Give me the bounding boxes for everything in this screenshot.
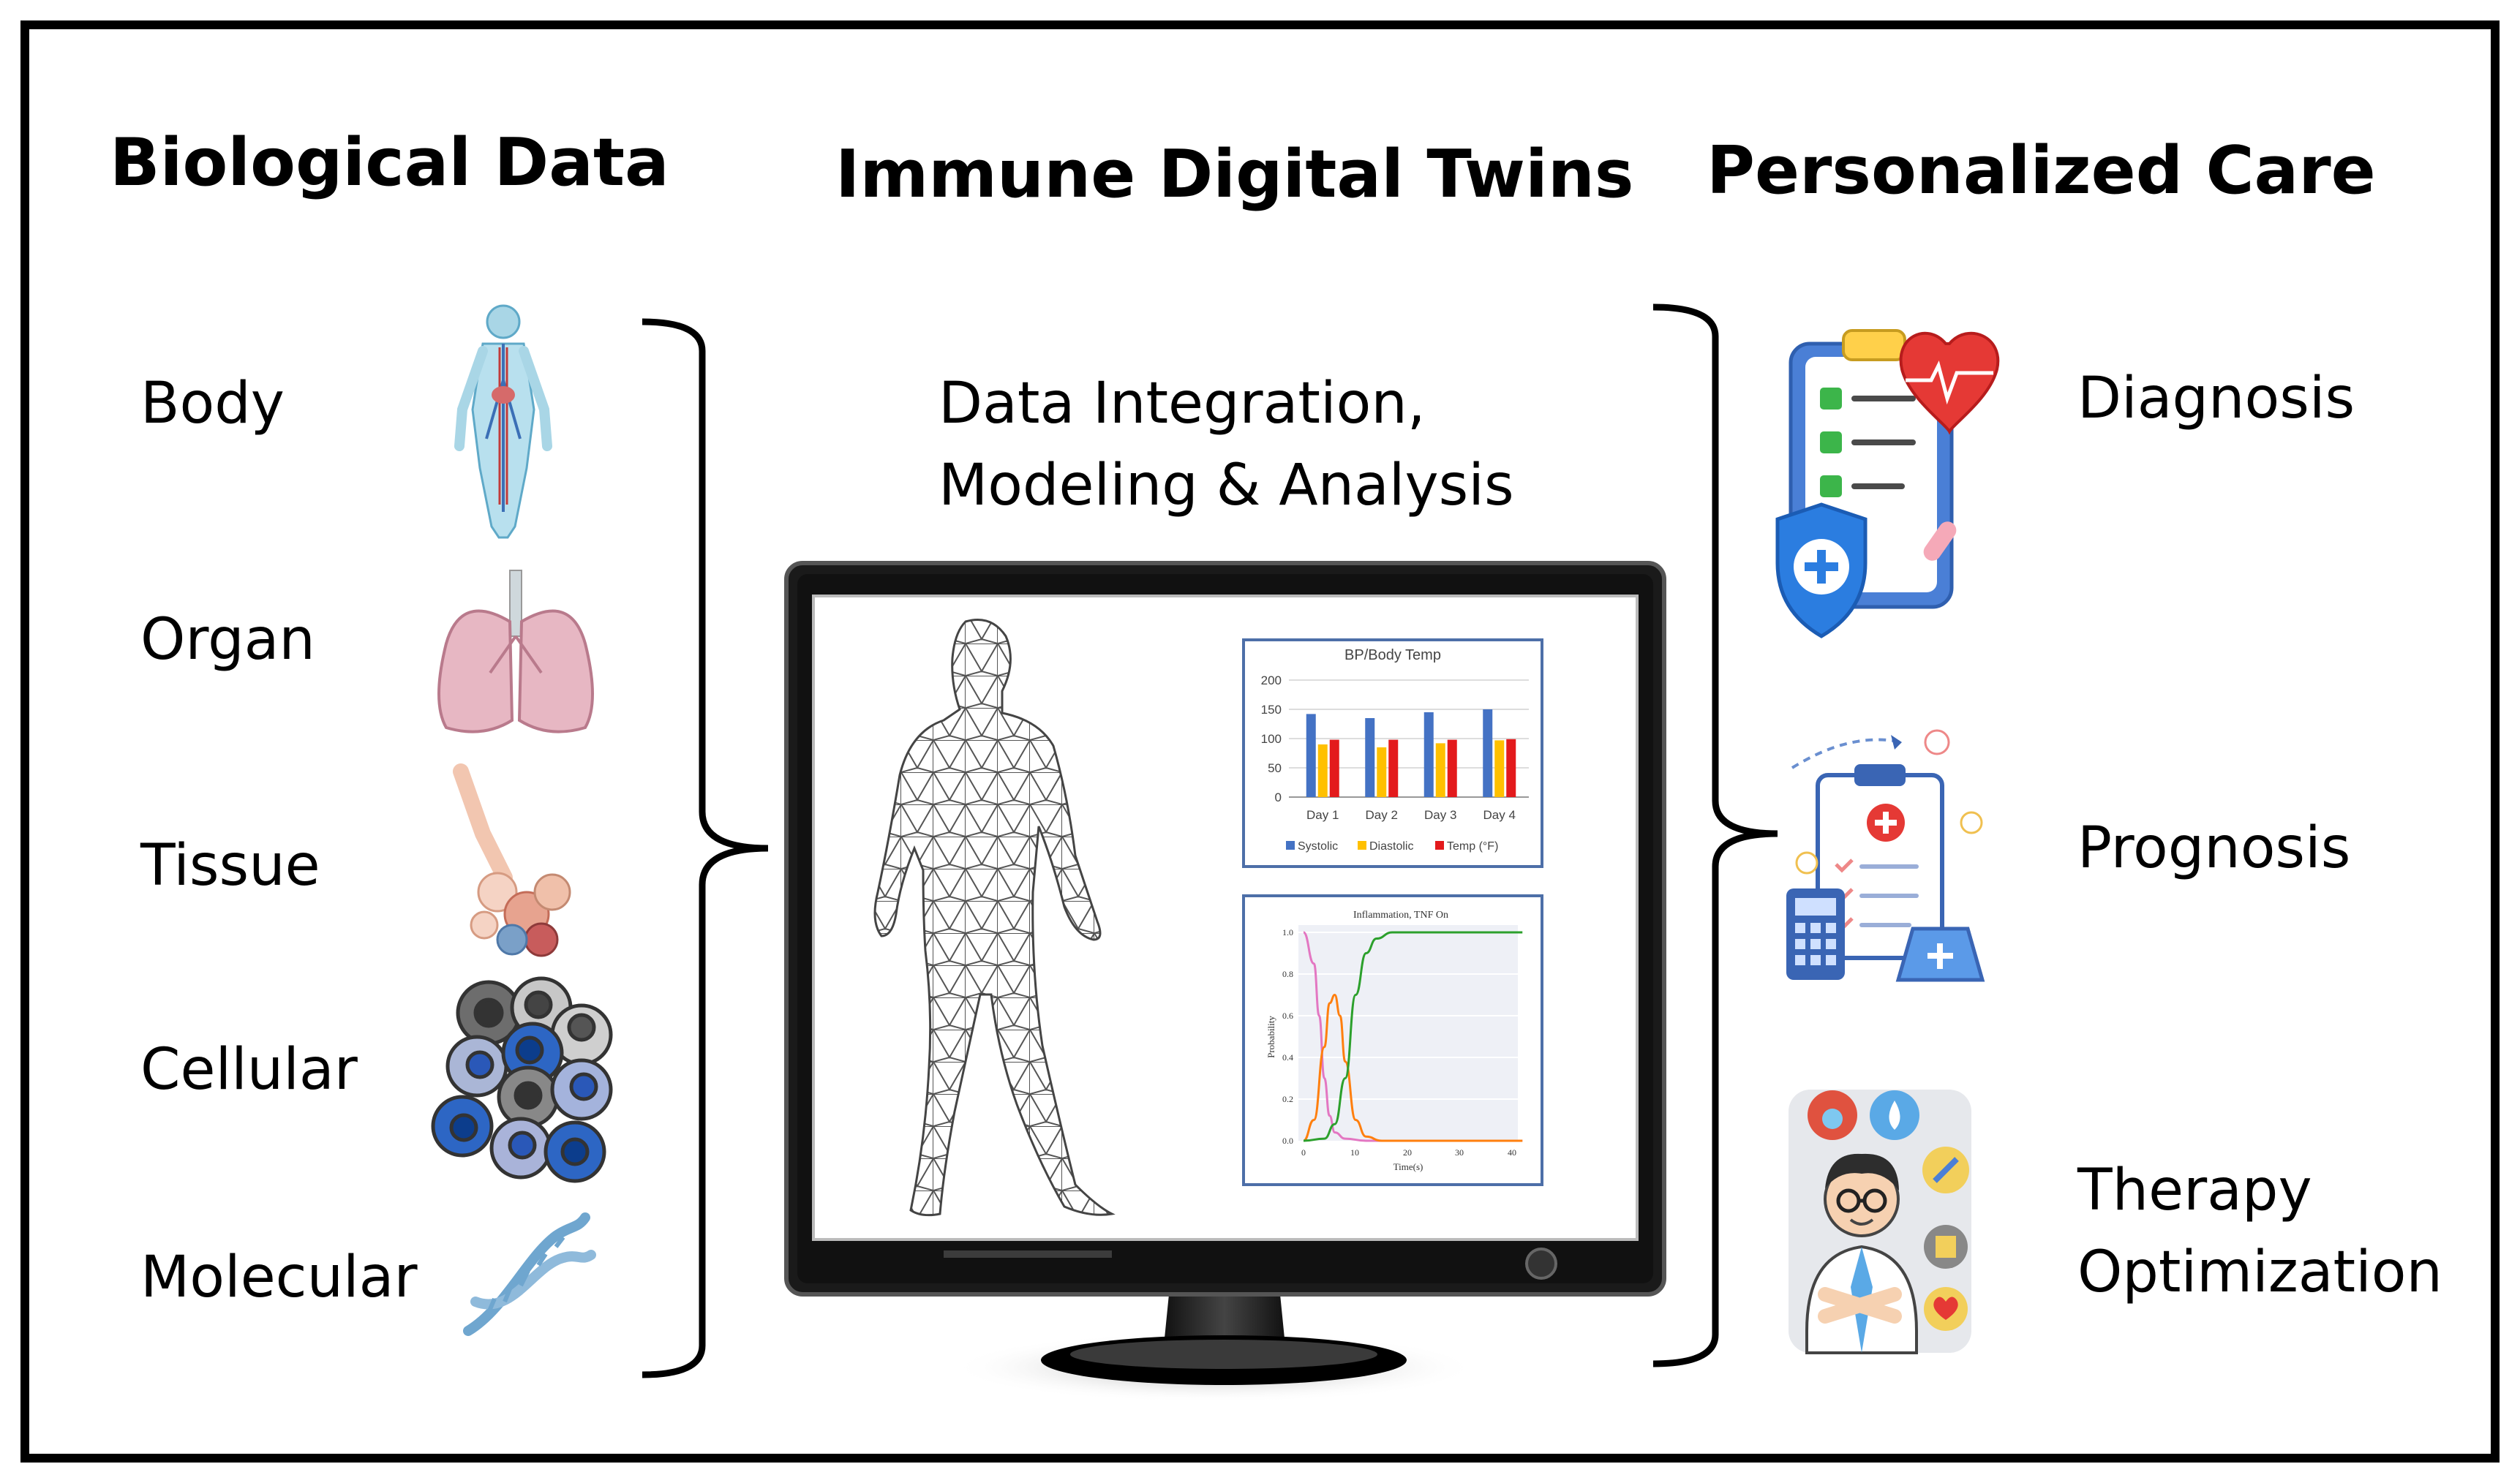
bar-systolic-2	[1365, 718, 1375, 797]
bar-diastolic-3	[1435, 743, 1445, 797]
line-xtick-0: 0	[1301, 1147, 1306, 1158]
legend-temp: Temp (°F)	[1447, 840, 1498, 853]
care-label-therapy: Therapy	[2077, 1158, 2312, 1223]
level-label-tissue: Tissue	[140, 833, 320, 899]
bar-xtick-2: Day 2	[1366, 808, 1398, 822]
legend-swatch-diastolic	[1358, 841, 1366, 850]
legend-systolic: Systolic	[1298, 840, 1338, 853]
bar-diastolic-1	[1317, 744, 1328, 797]
legend-diastolic: Diastolic	[1369, 840, 1413, 853]
right-brace	[1652, 303, 1778, 1367]
bar-temp-f-2	[1388, 739, 1399, 797]
bar-chart-title: BP/Body Temp	[1344, 647, 1441, 663]
line-ytick-0: 0.0	[1282, 1136, 1293, 1146]
line-xtick-2: 20	[1403, 1147, 1412, 1158]
bar-ytick-3: 150	[1261, 703, 1282, 717]
level-label-body: Body	[140, 371, 285, 437]
lungs-icon	[437, 570, 594, 733]
left-brace	[642, 318, 769, 1378]
outer-frame	[20, 20, 2500, 1463]
heading-personalized-care: Personalized Care	[1707, 132, 2376, 209]
bar-xtick-4: Day 4	[1483, 808, 1516, 822]
line-chart-xlabel: Time(s)	[1393, 1161, 1423, 1172]
line-ytick-4: 0.8	[1282, 969, 1293, 979]
bar-xtick-3: Day 3	[1424, 808, 1456, 822]
line-xtick-4: 40	[1508, 1147, 1516, 1158]
bar-diastolic-2	[1377, 747, 1387, 797]
level-label-cellular: Cellular	[140, 1037, 358, 1103]
legend-swatch-systolic	[1286, 841, 1295, 850]
bar-systolic-1	[1306, 714, 1316, 797]
line-ytick-1: 0.2	[1282, 1094, 1293, 1104]
center-caption-line2: Modeling & Analysis	[939, 453, 1514, 518]
heading-biological-data: Biological Data	[110, 124, 669, 201]
bar-ytick-4: 200	[1261, 673, 1282, 687]
bar-chart-legend: Systolic Diastolic Temp (°F)	[1286, 840, 1498, 853]
bar-chart-panel: BP/Body Temp 0 50 100 150 200 Day 1 Day 2…	[1242, 638, 1543, 868]
heading-immune-digital-twins: Immune Digital Twins	[835, 136, 1634, 213]
cells-cluster-icon	[431, 976, 613, 1183]
care-label-diagnosis: Diagnosis	[2077, 366, 2355, 431]
line-xtick-1: 10	[1350, 1147, 1359, 1158]
line-ytick-3: 0.6	[1282, 1011, 1293, 1021]
bar-systolic-4	[1483, 709, 1493, 797]
bar-temp-f-4	[1506, 739, 1516, 797]
line-chart-ylabel: Probability	[1265, 1016, 1276, 1058]
legend-swatch-temp	[1435, 841, 1444, 850]
bar-ytick-1: 50	[1268, 761, 1282, 775]
bar-ytick-2: 100	[1261, 732, 1282, 746]
level-label-organ: Organ	[140, 607, 315, 673]
bar-systolic-3	[1423, 712, 1434, 797]
doctor-medications-icon	[1789, 1090, 1971, 1354]
care-label-prognosis: Prognosis	[2077, 815, 2351, 881]
bar-temp-f-1	[1329, 739, 1339, 797]
bar-ytick-0: 0	[1275, 790, 1282, 804]
level-label-molecular: Molecular	[140, 1245, 418, 1310]
center-caption-line1: Data Integration,	[939, 371, 1426, 437]
care-label-optimization: Optimization	[2077, 1239, 2442, 1305]
line-series-2	[1303, 993, 1523, 1142]
dna-helix-icon	[463, 1212, 596, 1336]
line-chart-title: Inflammation, TNF On	[1353, 910, 1448, 921]
clipboard-calculator-icon	[1786, 729, 1985, 982]
alveoli-tissue-icon	[453, 763, 571, 957]
line-chart-plot-area	[1298, 925, 1518, 1141]
line-series-3	[1303, 931, 1523, 1142]
bar-temp-f-3	[1447, 739, 1457, 797]
line-ytick-2: 0.4	[1282, 1052, 1293, 1063]
line-xtick-3: 30	[1455, 1147, 1464, 1158]
bar-diastolic-4	[1494, 740, 1505, 797]
human-body-vascular-icon	[454, 304, 552, 539]
line-ytick-5: 1.0	[1282, 927, 1293, 937]
wireframe-human	[873, 619, 1116, 1217]
clipboard-heart-shield-icon	[1775, 329, 2000, 638]
monitor-power-button	[1525, 1248, 1557, 1280]
bar-xtick-1: Day 1	[1306, 808, 1339, 822]
line-chart-panel: Inflammation, TNF On 0.0 0.2 0.4 0.6 0.8…	[1242, 894, 1543, 1186]
